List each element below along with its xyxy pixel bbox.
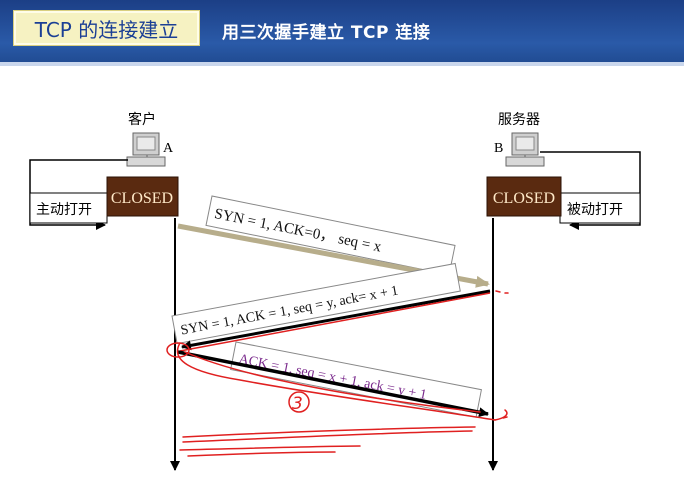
slide-subtitle: 用三次握手建立 TCP 连接 — [222, 23, 431, 43]
ack-arrow — [177, 350, 489, 418]
title-bar-divider — [0, 62, 684, 66]
server-state-box — [486, 176, 562, 217]
server-label: 服务器 — [498, 112, 540, 128]
server-computer-icon — [505, 132, 545, 167]
client-computer-icon — [126, 132, 166, 167]
server-letter: B — [494, 141, 503, 156]
syn-message-box: SYN = 1, ACK=0， seq = x — [205, 195, 456, 276]
client-action-label: 主动打开 — [36, 201, 92, 218]
server-state-label: CLOSED — [493, 190, 555, 207]
client-label: 客户 — [128, 111, 156, 128]
client-state-box — [106, 176, 179, 217]
server-open-loop — [540, 151, 641, 230]
client-state-label: CLOSED — [111, 190, 173, 207]
client-letter: A — [163, 141, 174, 156]
synack-arrow — [181, 289, 491, 351]
slide-title: TCP 的连接建立 — [13, 10, 200, 46]
step-annotation: 3 — [292, 394, 303, 414]
client-open-loop — [29, 159, 128, 230]
synack-red-underline — [179, 292, 491, 352]
server-action-label: 被动打开 — [567, 201, 623, 218]
red-annotations — [166, 290, 509, 457]
